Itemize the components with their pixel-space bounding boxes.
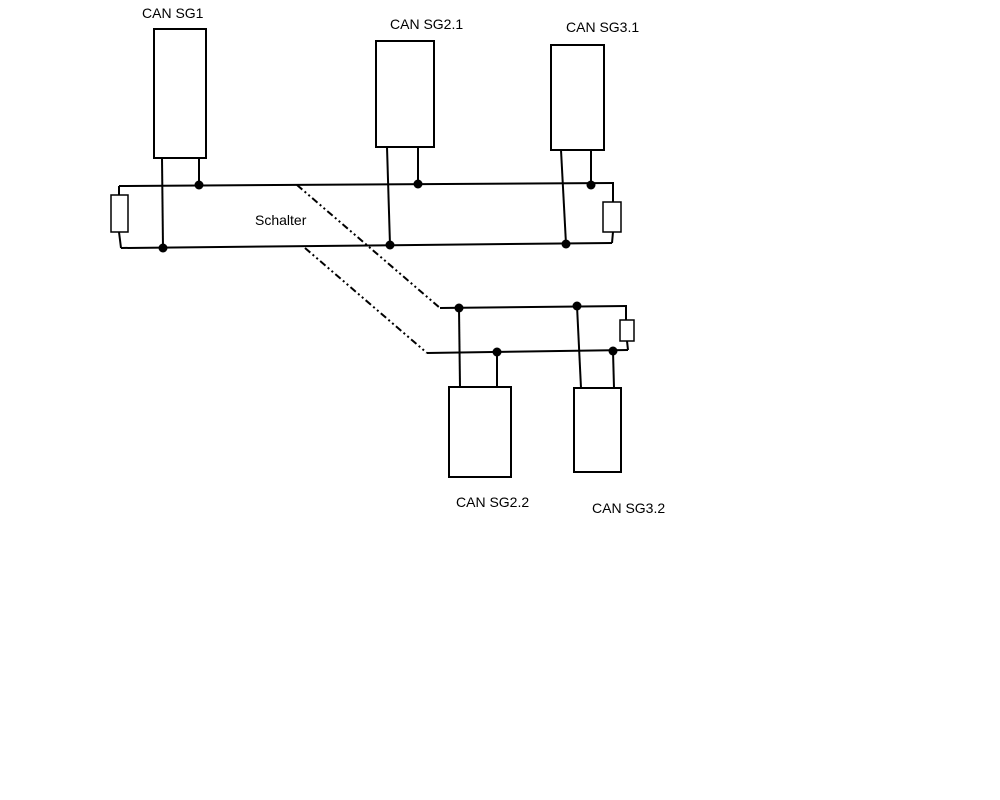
- can-sg2-1-box: [375, 40, 435, 148]
- lower-bus-low-wire: [426, 349, 629, 354]
- can-sg3-2-low-lead: [612, 350, 615, 389]
- can-sg2-2-box: [448, 386, 512, 478]
- can-sg1-box: [153, 28, 207, 159]
- upper-left-terminator-resistor: [110, 194, 129, 233]
- can-sg1-label: CAN SG1: [142, 5, 204, 21]
- can-sg2-2-high-lead: [458, 307, 461, 388]
- can-sg3-2-high-lead: [576, 305, 582, 389]
- can-sg3-1-low-node: [561, 239, 571, 249]
- can-sg1-high-node: [194, 180, 204, 190]
- upper-right-terminator-resistor: [602, 201, 622, 233]
- lower-right-terminator-resistor: [619, 319, 635, 342]
- upper-left-term-lead-bottom: [118, 231, 122, 249]
- switch-link-low: [304, 247, 428, 354]
- can-sg3-1-unit: [550, 44, 605, 249]
- lower-bus: [426, 305, 635, 354]
- switch-link-high: [296, 184, 441, 309]
- can-sg2-2-low-node: [492, 347, 502, 357]
- upper-bus: [110, 182, 622, 249]
- upper-bus-high-wire: [118, 182, 615, 187]
- can-sg1-low-node: [158, 243, 168, 253]
- can-sg3-1-high-node: [586, 180, 596, 190]
- can-sg1-low-lead: [161, 157, 164, 249]
- upper-bus-low-wire: [120, 242, 613, 249]
- upper-right-term-lead-bottom: [611, 231, 614, 244]
- can-sg3-2-low-node: [608, 346, 618, 356]
- can-sg3-2-high-node: [572, 301, 582, 311]
- can-sg3-2-unit: [572, 301, 622, 473]
- can-sg2-1-label: CAN SG2.1: [390, 16, 463, 32]
- can-sg2-1-low-lead: [386, 146, 391, 246]
- can-sg1-unit: [153, 28, 207, 253]
- lower-bus-high-wire: [439, 305, 628, 309]
- can-sg3-2-box: [573, 387, 622, 473]
- can-sg3-1-low-lead: [560, 149, 567, 245]
- can-sg2-1-unit: [375, 40, 435, 250]
- can-sg3-1-box: [550, 44, 605, 151]
- can-sg3-1-label: CAN SG3.1: [566, 19, 639, 35]
- switch: [296, 184, 441, 354]
- can-sg2-1-low-node: [385, 240, 395, 250]
- schalter-label: Schalter: [255, 212, 307, 228]
- can-sg2-2-unit: [448, 303, 512, 478]
- can-sg2-2-label: CAN SG2.2: [456, 494, 529, 510]
- can-sg2-1-high-node: [413, 179, 423, 189]
- lower-right-term-lead-bottom: [626, 340, 629, 351]
- can-sg3-2-label: CAN SG3.2: [592, 500, 665, 516]
- can-sg2-2-high-node: [454, 303, 464, 313]
